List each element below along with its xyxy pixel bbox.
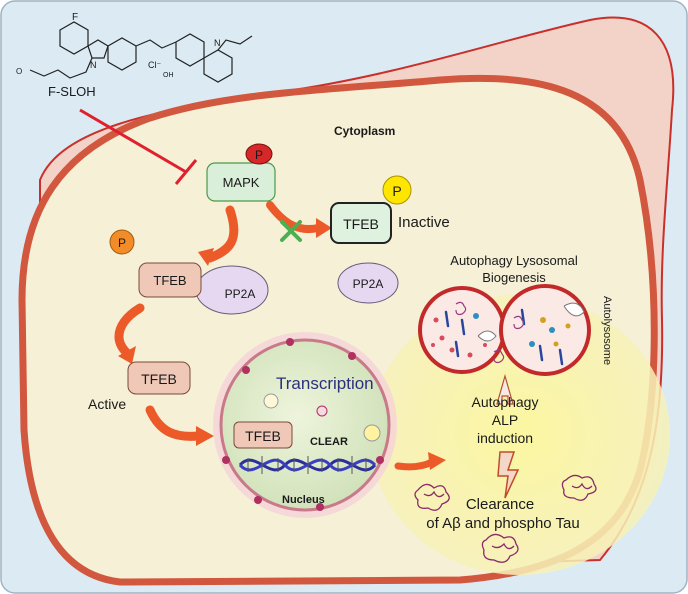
- alp-title-line1: Autophagy Lysosomal: [450, 253, 578, 268]
- mapk-label: MAPK: [223, 175, 260, 190]
- tfeb-bound-box: [138, 262, 202, 298]
- tfeb-active-box: [127, 361, 191, 395]
- induction-line2: ALP: [492, 412, 518, 428]
- arrow-complex-to-active: [114, 303, 145, 357]
- arrow-head-inactive: [316, 218, 332, 238]
- clearance-lightning-icon: [497, 451, 520, 499]
- tfeb-inactive-label: TFEB: [343, 216, 379, 232]
- nuclear-pores: [222, 338, 384, 511]
- dna-helix-icon: [238, 456, 377, 474]
- induction-line3: induction: [477, 430, 533, 446]
- arrow-mapk-to-complex: [205, 205, 239, 263]
- arrow-head-nucleus: [196, 426, 214, 446]
- aggregate-icons: [414, 474, 597, 563]
- cytoplasm-label: Cytoplasm: [334, 124, 395, 138]
- lysosome-left: [418, 286, 506, 374]
- alp-title-line2: Biogenesis: [482, 270, 546, 285]
- nucleus-tfeb-label: TFEB: [245, 428, 281, 444]
- inhibition-bar: [174, 159, 198, 185]
- transcription-label: Transcription: [276, 374, 374, 393]
- tfeb-inactive-box: [330, 202, 392, 244]
- compound-structure: [29, 21, 253, 83]
- lysosome-contents: [431, 301, 585, 366]
- tfeb-inactive-phospho-badge: [382, 175, 412, 205]
- arrow-head-active: [118, 346, 136, 364]
- tfeb-inactive-phospho-label: P: [392, 183, 401, 199]
- mapk-phospho-label: P: [255, 148, 263, 162]
- compound-methoxy-label: O: [16, 67, 22, 76]
- arrow-mapk-to-inactive: [266, 201, 322, 233]
- nucleus-tfeb-box: [233, 421, 293, 449]
- compound-atom-n2: N: [214, 38, 221, 48]
- nucleolus-2: [363, 424, 381, 442]
- clear-label: CLEAR: [310, 436, 348, 448]
- arrow-head-complex: [198, 248, 214, 266]
- mapk-phospho-badge: [245, 143, 273, 165]
- lysosome-right: [499, 284, 591, 376]
- compound-atom-f: F: [72, 12, 78, 23]
- blocked-x-icon: [280, 220, 302, 242]
- nucleus-label: Nucleus: [282, 494, 325, 506]
- clearance-line1: Clearance: [466, 496, 534, 513]
- arrow-active-to-nucleus: [145, 405, 203, 441]
- compound-name: F-SLOH: [48, 84, 96, 99]
- pp2a-bound-label: PP2A: [225, 287, 256, 301]
- pp2a-free-ellipse: [337, 262, 399, 304]
- tfeb-inactive-state: Inactive: [398, 214, 450, 231]
- free-phospho-label: P: [118, 236, 126, 250]
- mapk-box: [206, 162, 276, 202]
- induction-up-arrow: [496, 373, 514, 405]
- clearance-line2: of Aβ and phospho Tau: [426, 515, 579, 532]
- nucleolus-3: [316, 405, 328, 417]
- nucleolus-1: [263, 393, 279, 409]
- compound-hydroxyl: OH: [163, 72, 174, 79]
- compound-atom-n1: N: [90, 60, 97, 70]
- compound-charge: Cl⁻: [148, 60, 161, 70]
- pp2a-free-label: PP2A: [353, 277, 384, 291]
- tfeb-active-state: Active: [88, 396, 126, 412]
- tfeb-bound-label: TFEB: [153, 273, 186, 288]
- induction-line1: Autophagy: [472, 394, 539, 410]
- autolysosome-label: Autolysosome: [601, 296, 613, 365]
- arrow-head-clearance: [428, 452, 446, 470]
- free-phospho-badge: [109, 229, 135, 255]
- inhibition-line: [79, 108, 187, 174]
- tfeb-active-label: TFEB: [141, 371, 177, 387]
